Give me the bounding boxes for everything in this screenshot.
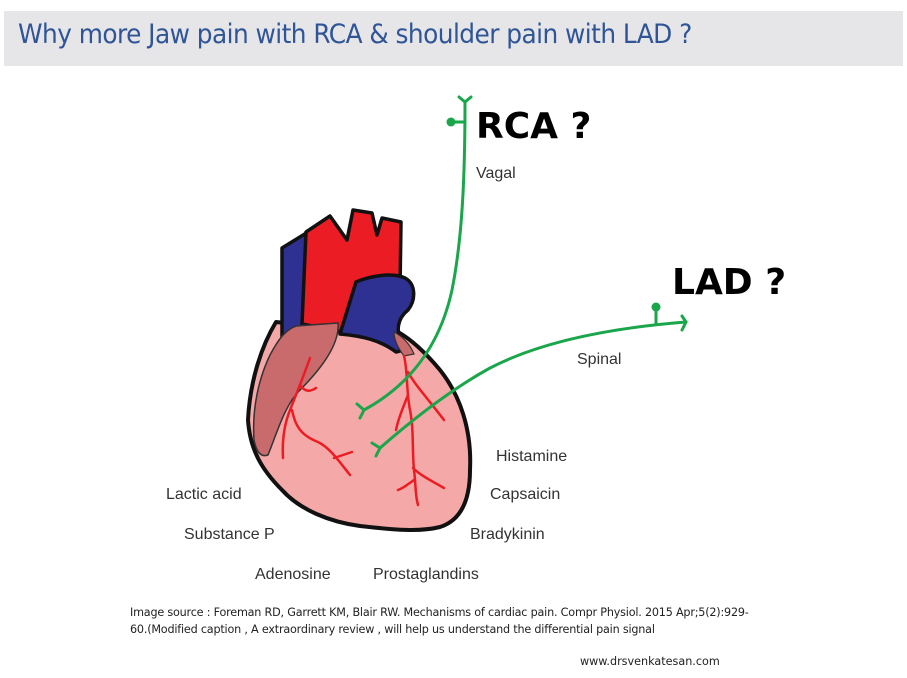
website-link[interactable]: www.drsvenkatesan.com	[580, 655, 720, 668]
lad-question-label: LAD ?	[672, 262, 787, 303]
rca-marginal-tip	[332, 450, 354, 460]
mediator-lactic-acid: Lactic acid	[166, 486, 242, 503]
vagal-heart-terminal	[355, 402, 366, 420]
coronary-arteries	[281, 354, 446, 507]
mediator-substance-p: Substance P	[184, 526, 275, 543]
lad-branch-3	[396, 478, 416, 492]
spinal-nerve-cell	[651, 302, 661, 312]
spinal-nerve	[370, 308, 688, 458]
vagal-nerve-line	[362, 100, 467, 412]
title-bar: Why more Jaw pain with RCA & shoulder pa…	[4, 11, 903, 66]
spinal-nerve-line	[378, 320, 688, 450]
mediator-adenosine: Adenosine	[255, 566, 331, 583]
vagal-nerve-cell	[446, 117, 456, 127]
mediator-capsaicin: Capsaicin	[490, 486, 561, 503]
rca-question-label: RCA ?	[476, 106, 592, 147]
image-source-caption: Image source : Foreman RD, Garrett KM, B…	[130, 606, 749, 636]
mediator-prostaglandins: Prostaglandins	[373, 566, 479, 583]
spinal-terminal	[680, 314, 688, 332]
spinal-label: Spinal	[577, 351, 622, 368]
rca-sub-branch	[298, 383, 318, 392]
lad-main	[402, 354, 420, 507]
rca-marginal	[290, 408, 352, 477]
slide-title: Why more Jaw pain with RCA & shoulder pa…	[18, 19, 692, 50]
lad-branch-2	[411, 466, 446, 490]
rca-branch	[281, 356, 312, 460]
vagal-terminal	[457, 95, 473, 104]
mediator-bradykinin: Bradykinin	[470, 526, 545, 543]
lad-branch-1	[394, 393, 410, 432]
spinal-heart-terminal	[370, 441, 382, 458]
mediator-histamine: Histamine	[496, 448, 568, 465]
vagal-label: Vagal	[476, 165, 516, 182]
left-atrial-appendage	[393, 331, 415, 357]
right-atrium	[252, 322, 339, 457]
